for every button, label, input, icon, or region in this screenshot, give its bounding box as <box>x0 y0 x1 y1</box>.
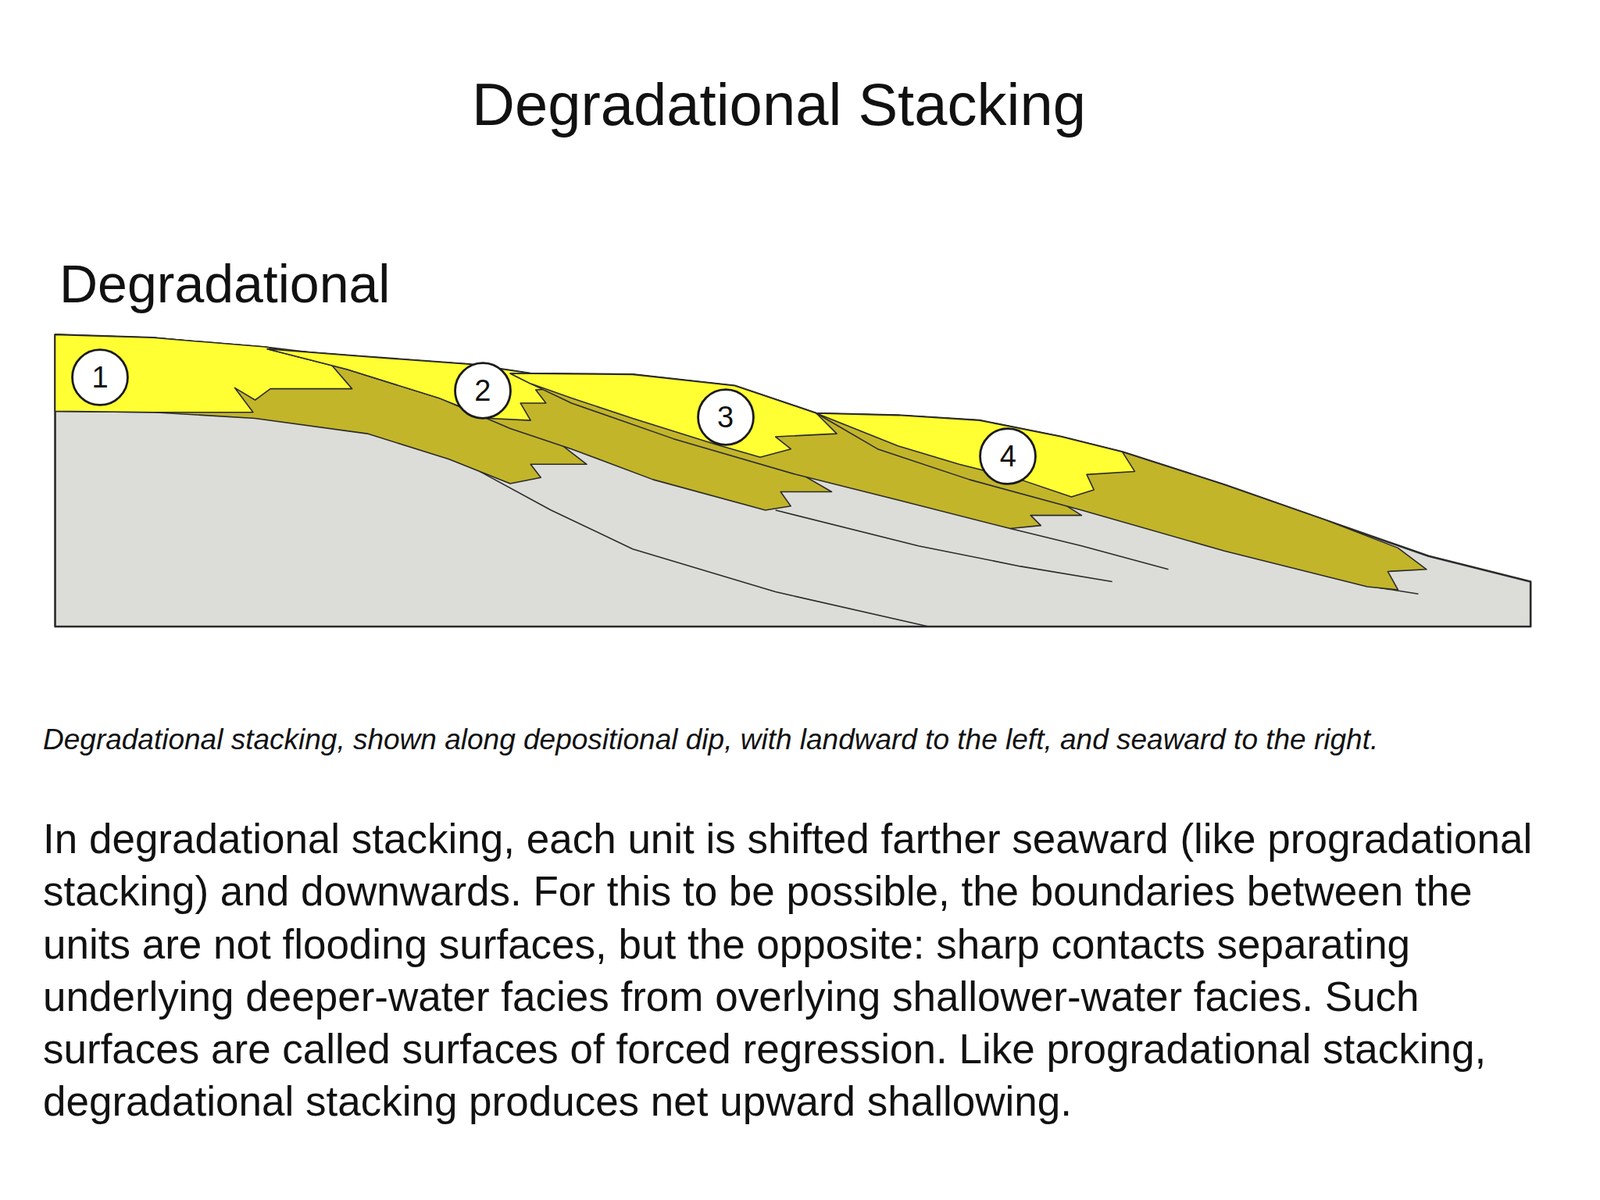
callout-circle: 1 <box>70 347 130 408</box>
figure-frame <box>55 334 1532 627</box>
substrate <box>55 334 1532 627</box>
unit-proximal-facies <box>55 334 353 412</box>
buried-clinoform <box>479 471 929 627</box>
unit-proximal-facies <box>267 349 572 421</box>
callout-number: 1 <box>70 347 130 408</box>
figure-caption: Degradational stacking, shown along depo… <box>42 717 1555 762</box>
unit-proximal-facies <box>510 373 837 458</box>
figure-heading: Degradational <box>59 254 390 314</box>
unit-distal-facies <box>55 334 587 484</box>
callout-circle: 2 <box>453 360 513 421</box>
buried-clinoform <box>775 510 1113 582</box>
unit-distal-facies <box>816 413 1427 590</box>
callout-number: 2 <box>453 360 513 421</box>
slide-title: Degradational Stacking <box>471 71 1086 138</box>
callout-circle: 4 <box>978 426 1038 486</box>
unit-distal-facies <box>510 373 1082 529</box>
buried-clinoform <box>1010 528 1168 570</box>
callout-circle: 3 <box>696 387 756 447</box>
callout-number: 3 <box>696 387 756 447</box>
unit-distal-facies <box>267 349 832 511</box>
callout-number: 4 <box>978 426 1038 486</box>
unit-proximal-facies <box>816 413 1136 497</box>
body-text: In degradational stacking, each unit is … <box>42 812 1555 1129</box>
